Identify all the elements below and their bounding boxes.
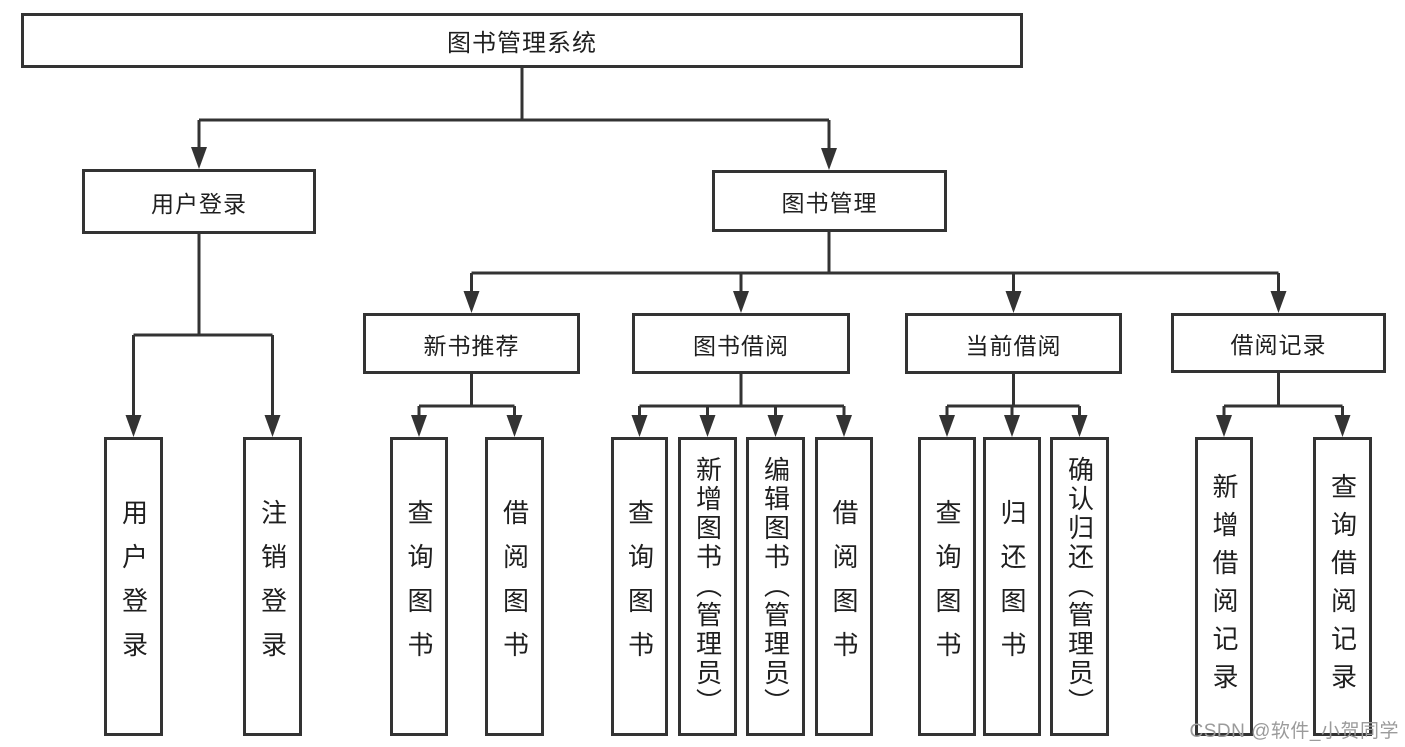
node-book-management: 图书管理 — [712, 170, 947, 232]
leaf-confirm-return-admin: 确认归还（管理员） — [1050, 437, 1109, 736]
leaf-add-books-admin: 新增图书（管理员） — [678, 437, 737, 736]
arrowheads — [125, 147, 1351, 437]
leaf-user-login: 用户登录 — [104, 437, 163, 736]
leaf-edit-books-admin: 编辑图书（管理员） — [746, 437, 805, 736]
leaf-query-books-borrowing: 查询图书 — [611, 437, 668, 736]
leaf-add-borrow-record: 新增借阅记录 — [1195, 437, 1253, 736]
leaf-logout: 注销登录 — [243, 437, 302, 736]
leaf-return-books: 归还图书 — [983, 437, 1041, 736]
node-new-book-recommend: 新书推荐 — [363, 313, 580, 374]
node-borrowing-records: 借阅记录 — [1171, 313, 1386, 373]
node-system-root: 图书管理系统 — [21, 13, 1023, 68]
node-current-borrowing: 当前借阅 — [905, 313, 1122, 374]
leaf-borrow-books-recommend: 借阅图书 — [485, 437, 544, 736]
node-book-borrowing: 图书借阅 — [632, 313, 850, 374]
leaf-query-books-recommend: 查询图书 — [390, 437, 448, 736]
leaf-query-borrow-record: 查询借阅记录 — [1313, 437, 1372, 736]
leaf-borrow-books: 借阅图书 — [815, 437, 873, 736]
node-user-login: 用户登录 — [82, 169, 316, 234]
csdn-watermark: CSDN @软件_小贺同学 — [1189, 721, 1399, 742]
leaf-query-books-current: 查询图书 — [918, 437, 976, 736]
